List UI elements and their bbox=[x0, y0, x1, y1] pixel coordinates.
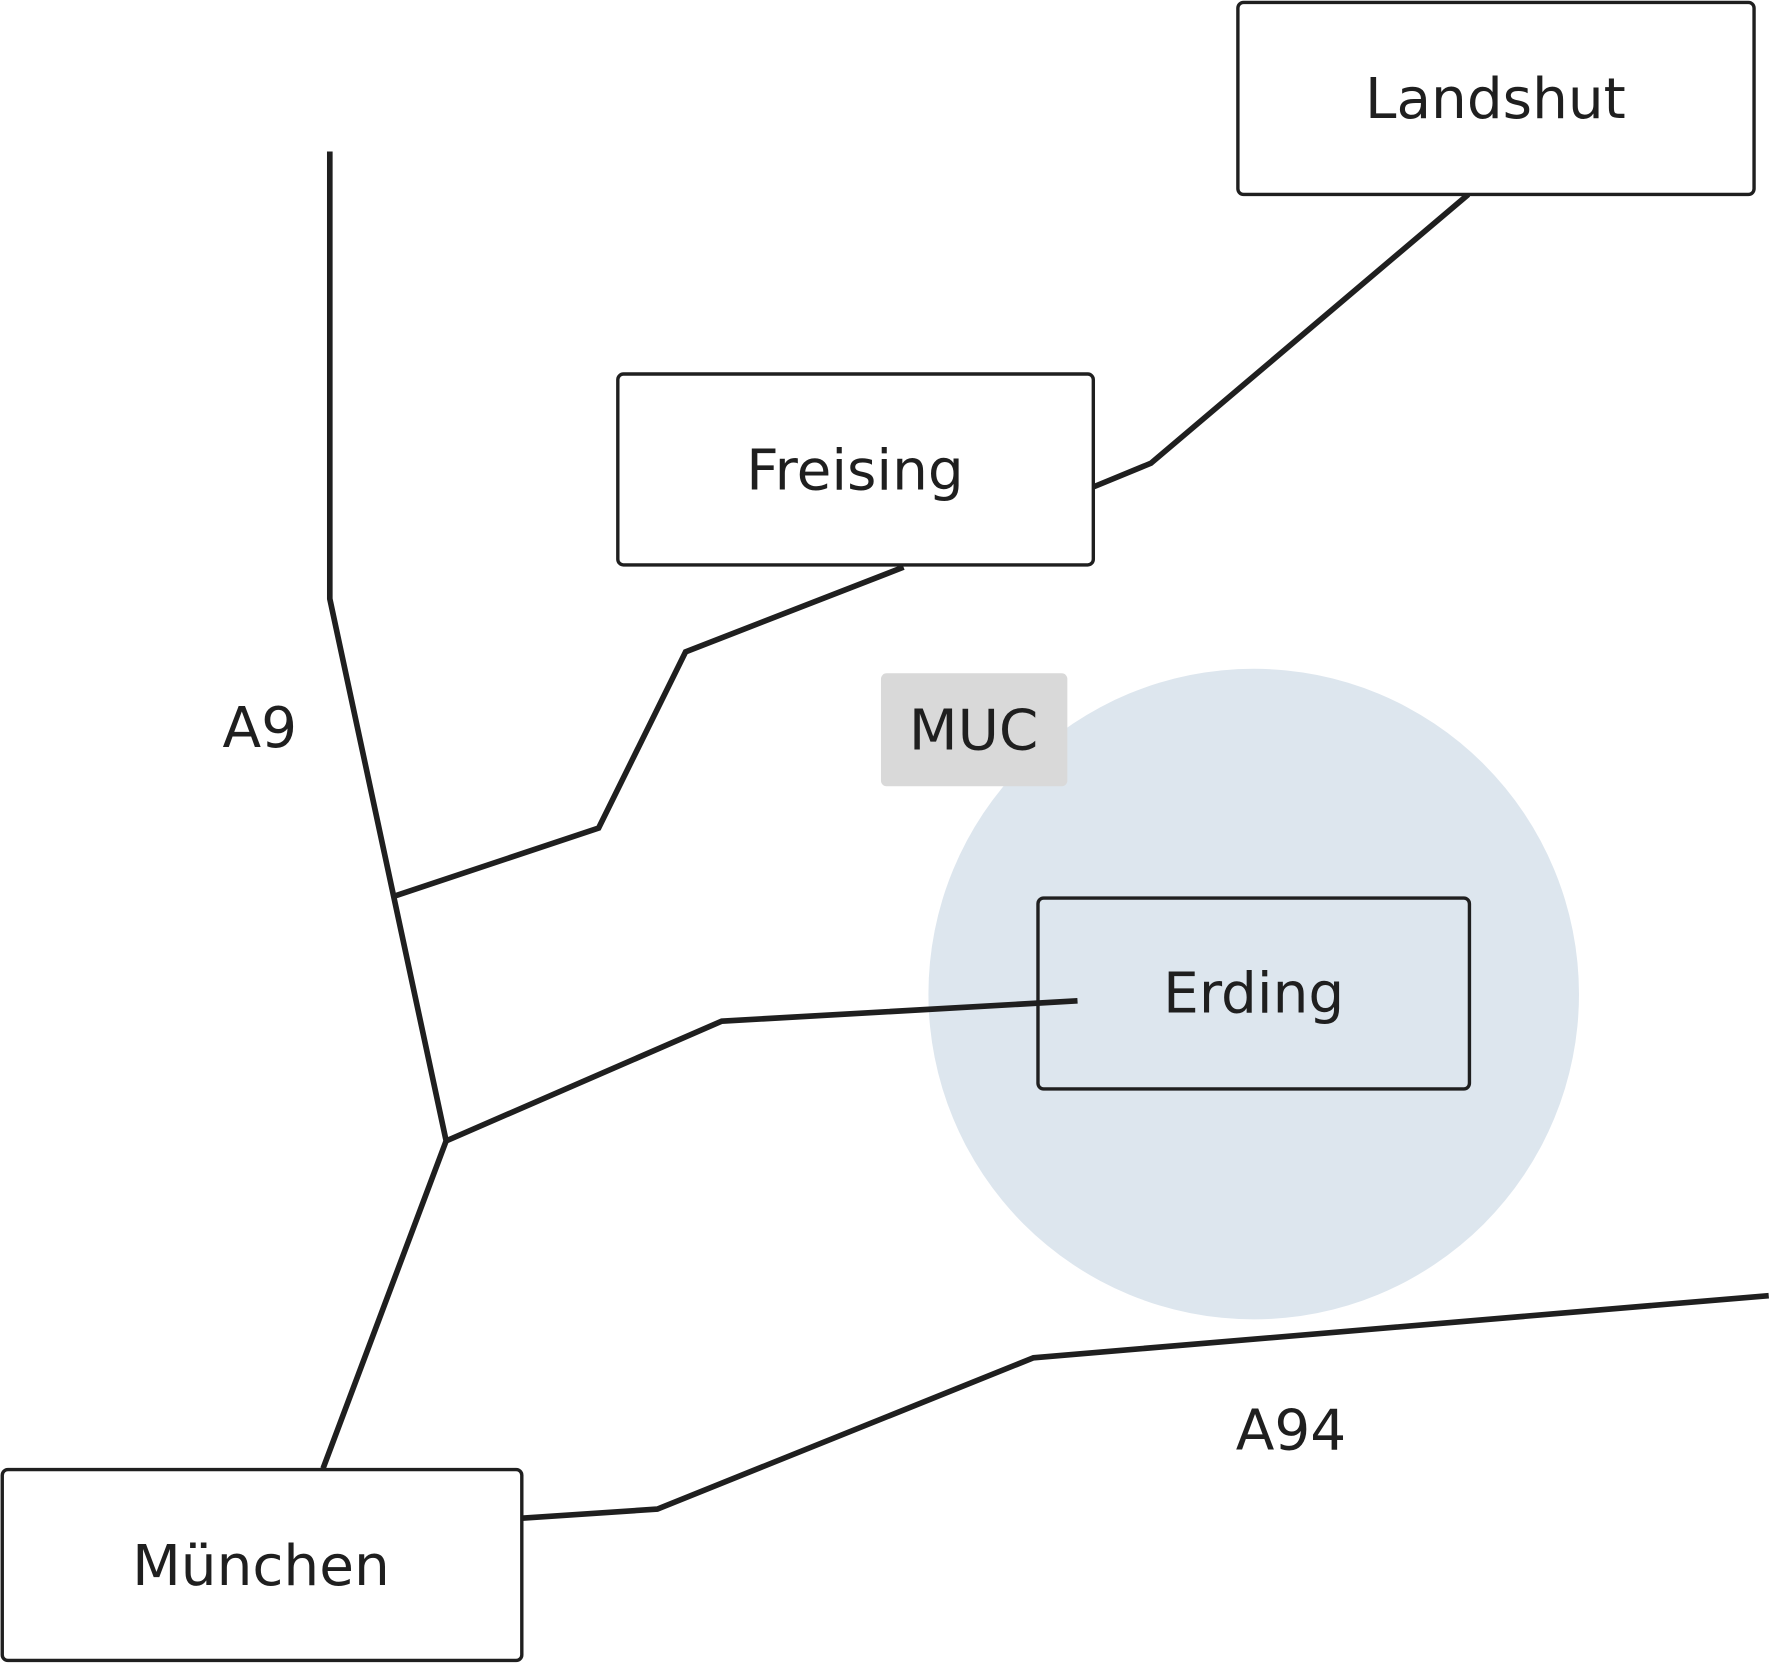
city-box-muenchen[interactable]: München bbox=[0, 1467, 524, 1663]
a9-road bbox=[320, 151, 450, 1470]
road-label-a94: A94 bbox=[1236, 1399, 1346, 1464]
airport-zone-circle bbox=[928, 668, 1579, 1320]
city-label-freising: Freising bbox=[746, 439, 964, 504]
airport-badge[interactable]: MUC bbox=[880, 673, 1068, 787]
city-box-landshut[interactable]: Landshut bbox=[1236, 0, 1756, 197]
freising-branch-road bbox=[394, 564, 905, 899]
freising-landshut-road bbox=[1092, 192, 1471, 490]
city-label-landshut: Landshut bbox=[1365, 67, 1626, 132]
city-box-freising[interactable]: Freising bbox=[616, 372, 1096, 567]
city-box-erding[interactable]: Erding bbox=[1036, 896, 1472, 1091]
airport-label: MUC bbox=[909, 698, 1038, 763]
erding-branch-road bbox=[445, 998, 1078, 1144]
a94-road bbox=[521, 1292, 1769, 1521]
city-label-erding: Erding bbox=[1163, 962, 1344, 1027]
city-label-muenchen: München bbox=[132, 1534, 390, 1599]
road-label-a9: A9 bbox=[222, 696, 297, 761]
